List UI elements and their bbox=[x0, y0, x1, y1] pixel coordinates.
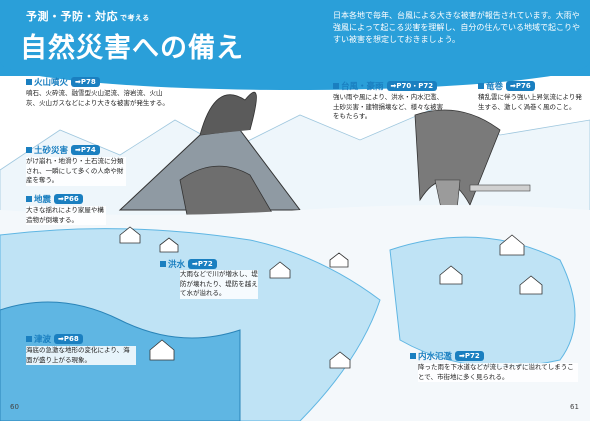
hazard-label-landslide: 土砂災害➡P74 bbox=[26, 144, 100, 156]
hazard-label-flood: 洪水➡P72 bbox=[160, 258, 217, 270]
page-subtitle: 予測・予防・対応で考える bbox=[26, 10, 150, 23]
disaster-illustration bbox=[0, 91, 590, 421]
hazard-label-typhoon: 台風・豪雨➡P70・P72 bbox=[333, 80, 438, 92]
hazard-desc-typhoon: 強い雨や風により、洪水・内水氾濫、土砂災害・建物損壊など、様々な被害をもたらす。 bbox=[333, 93, 444, 120]
hazard-desc-flood: 大雨などで川が増水し、堤防が壊れたり、堤防を越えて水が溢れる。 bbox=[180, 270, 258, 299]
inland-flood bbox=[389, 236, 576, 368]
volcano-smoke bbox=[199, 91, 257, 136]
hazard-desc-tsunami: 海底の急激な地形の変化により、海面が盛り上がる現象。 bbox=[26, 346, 136, 365]
hazard-label-inland-flood: 内水氾濫➡P72 bbox=[410, 350, 484, 362]
hazard-label-tornado: 竜巻➡P76 bbox=[478, 80, 535, 92]
page-number-left: 60 bbox=[10, 403, 19, 411]
houses bbox=[119, 226, 543, 369]
hazard-desc-tornado: 積乱雲に伴う強い上昇気流により発生する、激しく渦巻く風のこと。 bbox=[478, 93, 582, 111]
intro-text: 日本各地で毎年、台風による大きな被害が報告されています。大雨や強風によって起こる… bbox=[333, 11, 580, 44]
page-number-right: 61 bbox=[570, 403, 579, 411]
page-title: 自然災害への備え bbox=[20, 33, 244, 64]
hazard-label-tsunami: 津波➡P68 bbox=[26, 333, 83, 345]
hazard-label-earthquake: 地震➡P66 bbox=[26, 193, 83, 205]
hazard-desc-landslide: がけ崩れ・地滑り・土石流に分類され、一瞬にして多くの人命や財産を奪う。 bbox=[26, 157, 126, 186]
hazard-desc-earthquake: 大きな揺れにより家屋や構造物が倒壊する。 bbox=[26, 206, 106, 225]
hazard-label-volcano: 火山噴火➡P78 bbox=[26, 76, 100, 88]
hazard-desc-volcano: 噴石、火砕流、融雪型火山泥流、溶岩流、火山灰、火山ガスなどにより大きな被害が発生… bbox=[26, 89, 169, 107]
hazard-desc-inland-flood: 降った雨を下水道などが流しきれずに溢れてしまうことで、市街地に多く見られる。 bbox=[418, 363, 578, 382]
header-band bbox=[0, 0, 590, 90]
bridge bbox=[469, 184, 531, 192]
